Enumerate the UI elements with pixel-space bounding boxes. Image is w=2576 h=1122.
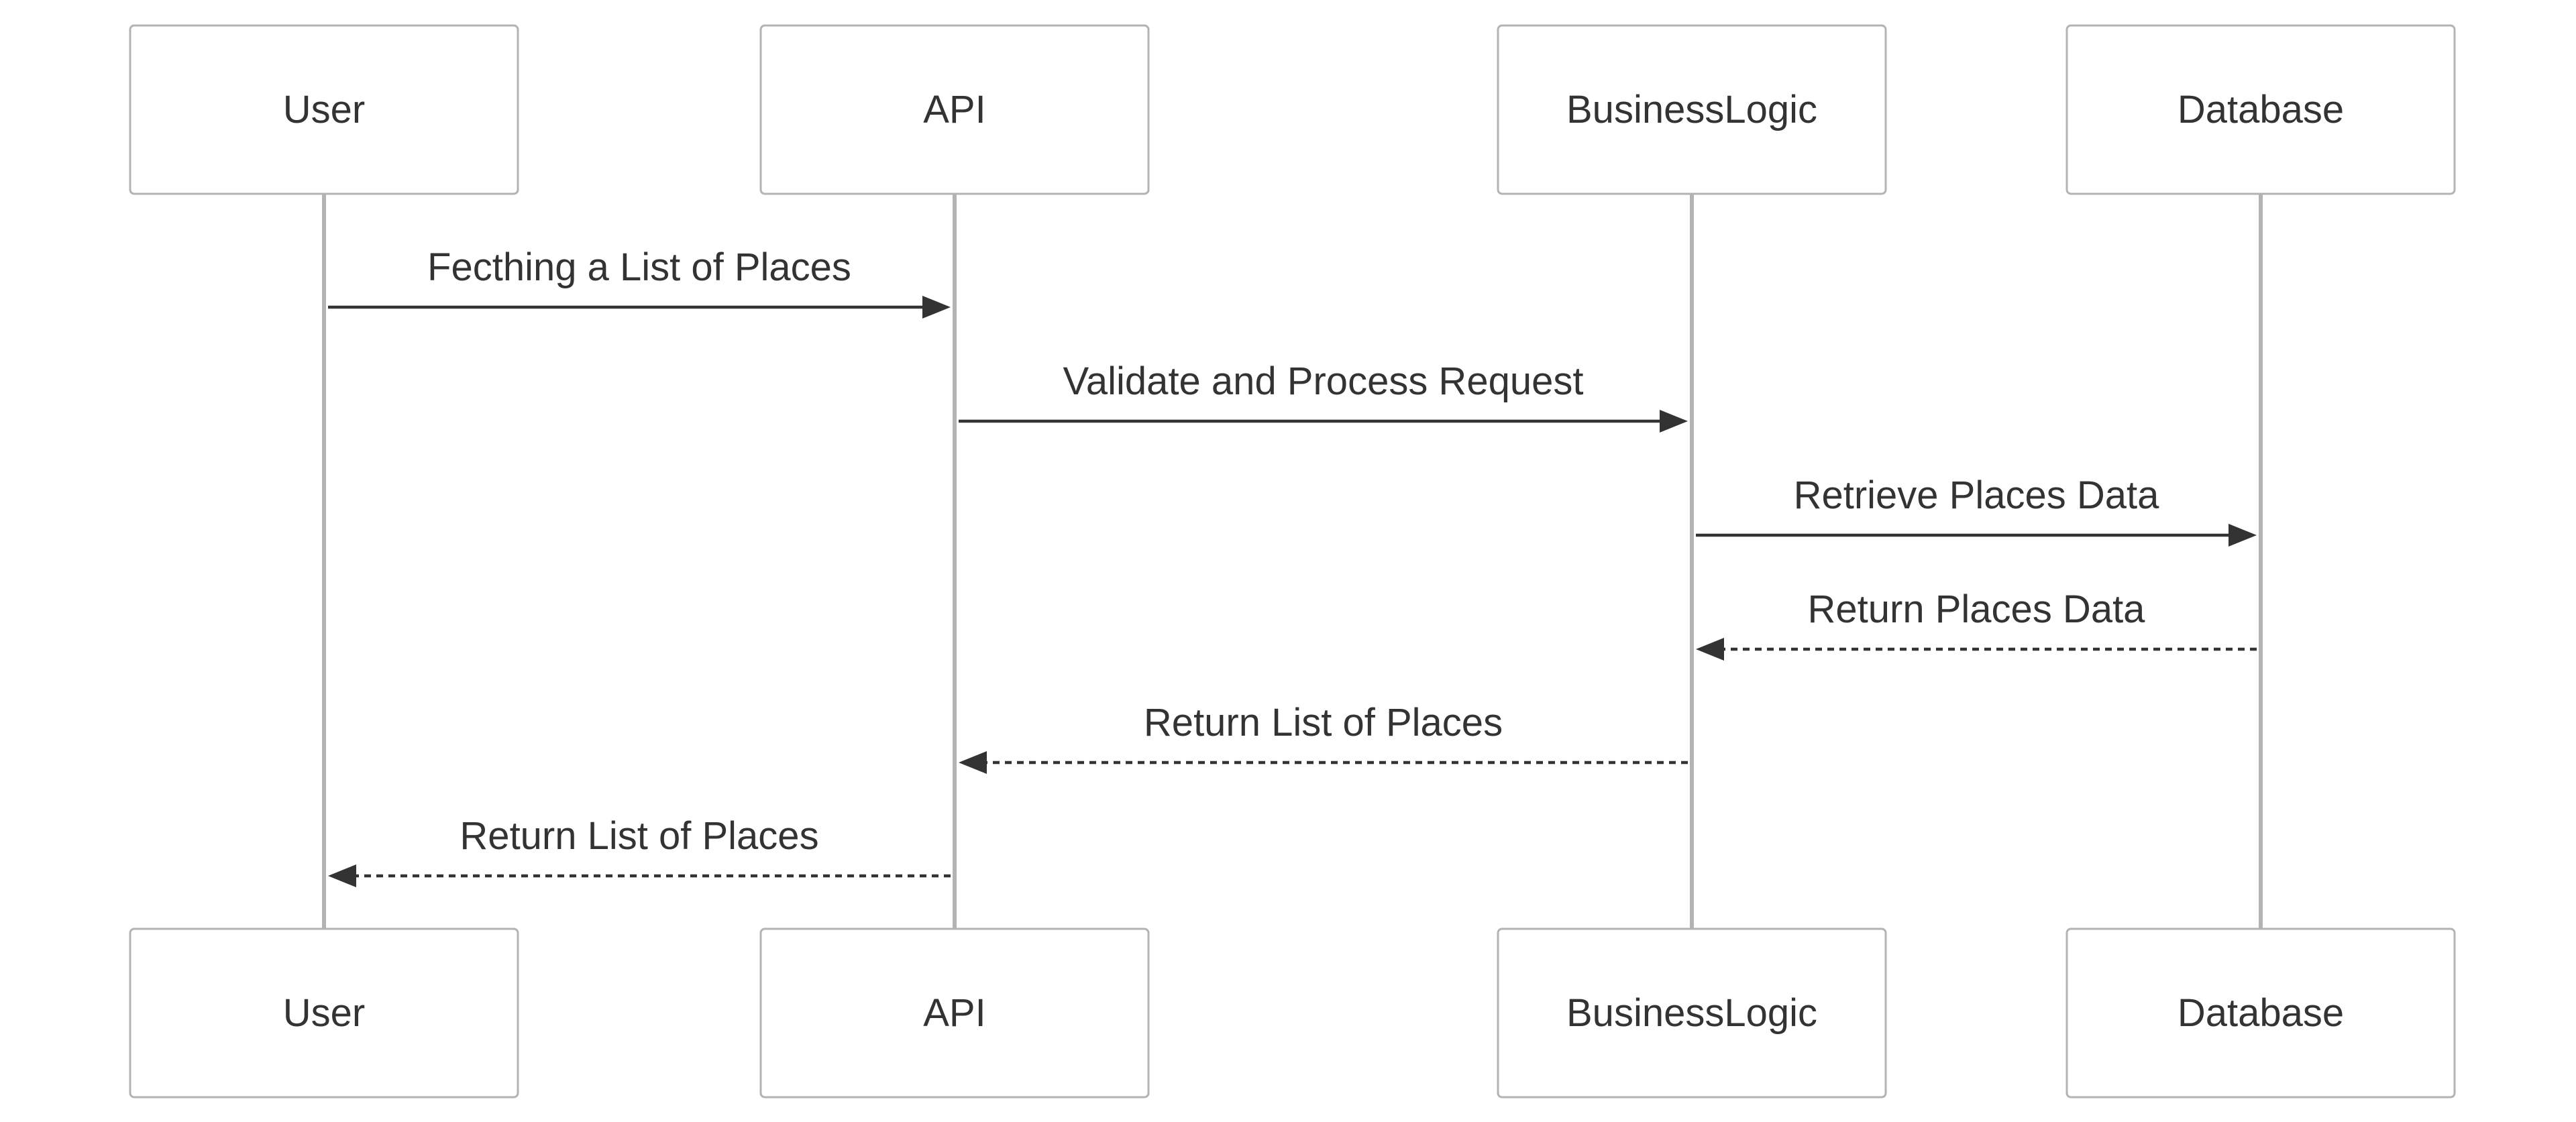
arrowhead-icon: [2229, 524, 2257, 547]
message-3: Retrieve Places Data: [1696, 473, 2257, 547]
message-label: Validate and Process Request: [1063, 359, 1584, 403]
participant-box: [129, 24, 519, 195]
message-6: Return List of Places: [328, 814, 951, 887]
lifelines: [322, 194, 2263, 929]
participant-box: [2065, 928, 2456, 1099]
participant-label: API: [923, 991, 986, 1035]
message-2: Validate and Process Request: [959, 359, 1688, 433]
participant-api-top: API: [759, 24, 1150, 195]
message-label: Fecthing a List of Places: [427, 245, 851, 289]
arrowhead-icon: [328, 864, 356, 887]
participant-database-top: Database: [2065, 24, 2456, 195]
participant-box: [129, 928, 519, 1099]
message-label: Retrieve Places Data: [1794, 473, 2160, 517]
participant-user-bottom: User: [129, 928, 519, 1099]
participant-box: [1497, 24, 1887, 195]
participant-label: Database: [2178, 991, 2344, 1035]
participant-box: [759, 24, 1150, 195]
participants-top: User API BusinessLogic Database: [129, 24, 2456, 195]
participant-label: Database: [2178, 88, 2344, 131]
participant-label: API: [923, 88, 986, 131]
participant-label: BusinessLogic: [1566, 88, 1817, 131]
arrowhead-icon: [1660, 410, 1688, 433]
participant-box: [2065, 24, 2456, 195]
message-label: Return Places Data: [1808, 587, 2146, 631]
participant-api-bottom: API: [759, 928, 1150, 1099]
message-label: Return List of Places: [460, 814, 818, 858]
participant-business-bottom: BusinessLogic: [1497, 928, 1887, 1099]
arrowhead-icon: [959, 751, 987, 774]
participants-bottom: User API BusinessLogic Database: [129, 928, 2456, 1099]
participant-database-bottom: Database: [2065, 928, 2456, 1099]
participant-label: User: [283, 991, 365, 1035]
participant-label: User: [283, 88, 365, 131]
participant-user-top: User: [129, 24, 519, 195]
message-1: Fecthing a List of Places: [328, 245, 951, 319]
message-label: Return List of Places: [1144, 701, 1503, 744]
participant-business-top: BusinessLogic: [1497, 24, 1887, 195]
message-5: Return List of Places: [959, 701, 1688, 774]
participant-box: [759, 928, 1150, 1099]
arrowhead-icon: [1696, 638, 1724, 661]
arrowhead-icon: [922, 296, 951, 319]
participant-label: BusinessLogic: [1566, 991, 1817, 1035]
message-4: Return Places Data: [1696, 587, 2257, 661]
participant-box: [1497, 928, 1887, 1099]
